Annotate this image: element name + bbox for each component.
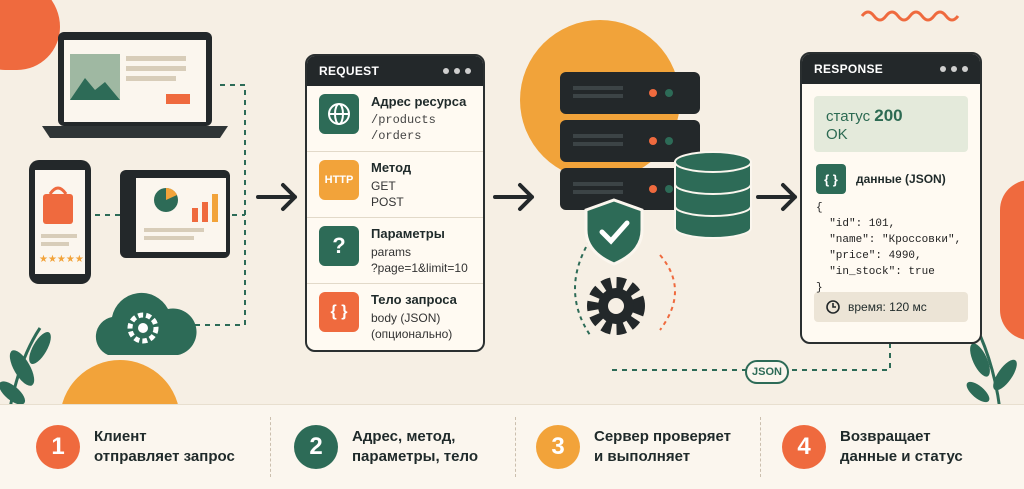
window-dots-icon (443, 68, 471, 74)
step-text: Возвращает (840, 428, 931, 445)
status-code: 200 (874, 106, 903, 125)
server-stack-icon (560, 72, 752, 239)
globe-icon (319, 94, 359, 134)
status-label: статус (826, 108, 871, 125)
step-text: параметры, тело (352, 448, 478, 465)
response-header-title: RESPONSE (814, 62, 884, 76)
json-badge: JSON (745, 360, 789, 384)
request-row-value: ?page=1&limit=10 (371, 261, 468, 275)
step-number: 1 (36, 425, 80, 469)
question-icon: ? (319, 226, 359, 266)
decor-squiggle (860, 10, 960, 22)
request-row-params: ? Параметры params ?page=1&limit=10 (307, 218, 483, 284)
status-box: статус 200 OK (814, 96, 968, 152)
step-divider (760, 417, 761, 477)
step-number: 4 (782, 425, 826, 469)
shield-check-icon (584, 198, 644, 266)
request-row-value: /products (371, 113, 436, 127)
request-row-value: (опционально) (371, 327, 453, 341)
request-row-title: Параметры (371, 226, 445, 241)
request-panel-header: REQUEST (307, 56, 483, 86)
leaf-plant-right-icon (966, 334, 1017, 410)
data-label: данные (JSON) (856, 172, 946, 186)
step-text: и выполняет (594, 448, 691, 465)
step-4: 4 Возвращает данные и статус (782, 425, 963, 469)
request-row-title: Адрес ресурса (371, 94, 467, 109)
clock-icon (826, 300, 840, 314)
response-panel: RESPONSE статус 200 OK { } данные (JSON)… (800, 52, 982, 344)
request-panel: REQUEST Адрес ресурса /products /orders … (305, 54, 485, 352)
data-section-header: { } данные (JSON) (802, 152, 980, 200)
braces-icon: { } (319, 292, 359, 332)
step-1: 1 Клиент отправляет запрос (36, 425, 235, 469)
dashboard-icon (120, 170, 230, 258)
steps-strip: 1 Клиент отправляет запрос 2 Адрес, метод… (0, 404, 1024, 489)
step-2: 2 Адрес, метод, параметры, тело (294, 425, 478, 469)
json-body: { "id": 101, "name": "Кроссовки", "price… (816, 202, 962, 294)
gear-icon (587, 277, 645, 335)
step-number: 3 (536, 425, 580, 469)
step-text: Адрес, метод, (352, 428, 456, 445)
step-3: 3 Сервер проверяет и выполняет (536, 425, 731, 469)
request-header-title: REQUEST (319, 64, 380, 78)
step-text: Клиент (94, 428, 147, 445)
http-icon: HTTP (319, 160, 359, 200)
laptop-icon (42, 32, 228, 138)
step-divider (270, 417, 271, 477)
leaf-plant-left-icon (0, 327, 51, 408)
request-row-method: HTTP Метод GET POST (307, 152, 483, 218)
step-divider (515, 417, 516, 477)
status-text: OK (826, 126, 848, 143)
step-text: отправляет запрос (94, 448, 235, 465)
window-dots-icon (940, 66, 968, 72)
step-text: Сервер проверяет (594, 428, 731, 445)
phone-icon: ★★★★★ (29, 160, 91, 284)
cloud-gear-icon (95, 292, 197, 355)
decor-blob-right (1000, 180, 1024, 340)
response-panel-header: RESPONSE (802, 54, 980, 84)
step-number: 2 (294, 425, 338, 469)
braces-icon: { } (816, 164, 846, 194)
svg-text:★★★★★: ★★★★★ (39, 254, 84, 265)
request-row-value: params (371, 245, 412, 259)
step-text: данные и статус (840, 448, 963, 465)
request-row-title: Метод (371, 160, 412, 175)
request-row-value: /orders (371, 129, 422, 143)
request-row-address: Адрес ресурса /products /orders (307, 86, 483, 152)
request-row-value: POST (371, 195, 404, 209)
request-row-title: Тело запроса (371, 292, 457, 307)
time-box: время: 120 мс (814, 292, 968, 322)
time-label: время: 120 мс (848, 300, 927, 314)
request-row-value: GET (371, 179, 396, 193)
request-row-body: { } Тело запроса body (JSON) (опциональн… (307, 284, 483, 350)
request-row-value: body (JSON) (371, 311, 441, 325)
